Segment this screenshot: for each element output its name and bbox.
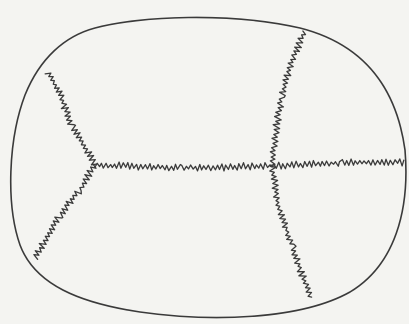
skull-suture-diagram: [0, 0, 409, 324]
